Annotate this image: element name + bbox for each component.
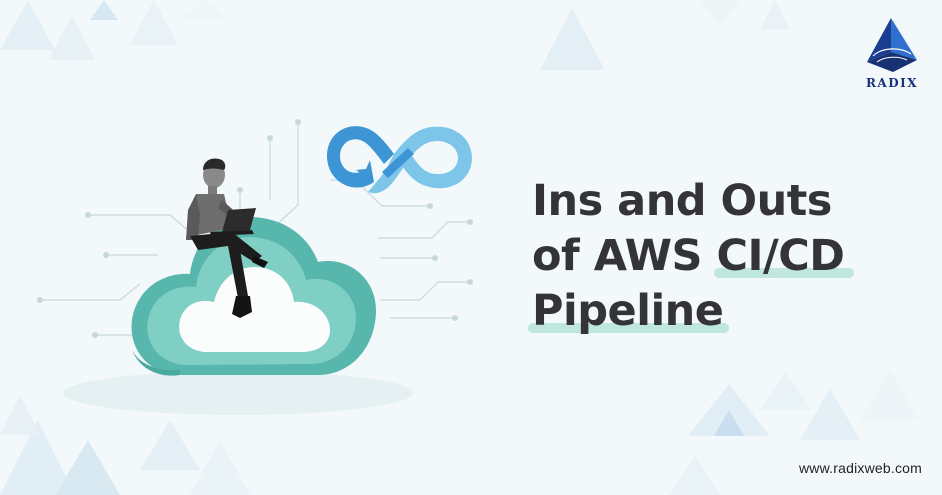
triangle-shape: [190, 440, 250, 495]
triangle-shape: [860, 370, 920, 420]
triangle-shape: [760, 372, 812, 410]
radix-logo: RADIX: [853, 18, 931, 94]
triangle-shape: [700, 0, 740, 25]
title-line-2: of AWS CI/CD: [532, 229, 892, 284]
triangle-shape: [0, 0, 55, 50]
developer-with-laptop: [186, 158, 268, 318]
triangle-shape: [90, 0, 118, 20]
triangle-shape: [130, 0, 178, 45]
cloud-shadow: [63, 371, 413, 415]
triangle-shape: [48, 15, 95, 60]
logo-text: RADIX: [865, 76, 919, 90]
triangle-shape: [800, 388, 860, 440]
title-line-3: Pipeline: [527, 284, 892, 339]
website-url: www.radixweb.com: [798, 460, 922, 476]
cloud-icon: [131, 217, 376, 376]
triangle-shape: [670, 455, 720, 495]
title-highlight-cicd: CI/CD: [714, 229, 855, 284]
title-highlight-pipeline: Pipeline: [527, 284, 730, 339]
triangle-shape: [140, 420, 200, 470]
triangle-shape: [180, 0, 230, 20]
page-title: Ins and Outs of AWS CI/CD Pipeline: [527, 174, 892, 339]
title-line-1: Ins and Outs: [532, 176, 832, 226]
decorative-triangles: [0, 0, 920, 495]
triangle-shape: [55, 440, 120, 495]
triangle-shape: [0, 395, 40, 435]
triangle-shape: [540, 8, 605, 70]
circuit-nodes: [37, 119, 473, 338]
triangle-shape: [760, 0, 790, 30]
devops-infinity-icon: [327, 126, 472, 194]
radix-pyramid-icon: [867, 18, 917, 72]
triangle-shape: [714, 410, 744, 436]
title-line-2-prefix: of AWS: [532, 231, 717, 281]
triangle-shape: [0, 420, 75, 495]
